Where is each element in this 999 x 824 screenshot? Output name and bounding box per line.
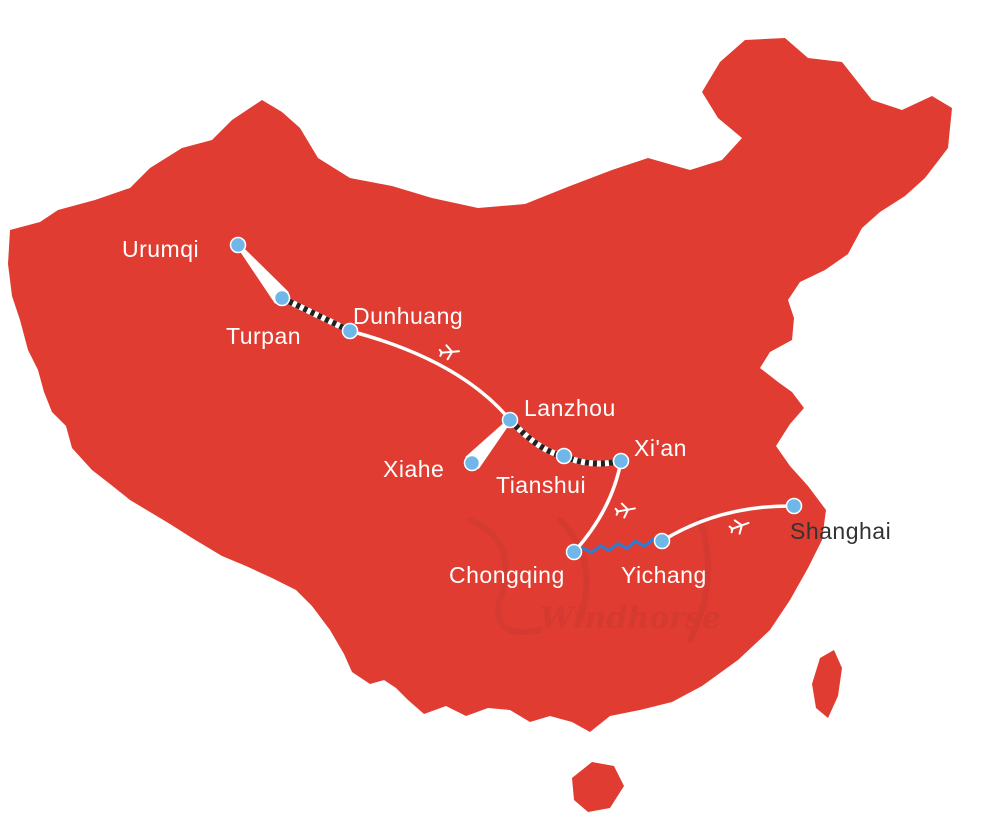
route-yichang-shanghai-flight — [660, 504, 796, 543]
city-marker-layer — [229, 236, 803, 561]
route-chongqing-yichang-river — [573, 537, 663, 557]
plane-icon-shape — [728, 519, 750, 535]
city-marker-dunhuang — [341, 322, 359, 340]
watermark-text: Windhorse — [540, 601, 721, 636]
city-label-urumqi: Urumqi — [122, 236, 199, 262]
city-marker-xiahe — [463, 454, 481, 472]
hainan-island-shape — [572, 762, 624, 812]
route-dunhuang-lanzhou-flight — [348, 329, 512, 422]
city-marker-chongqing — [565, 543, 583, 561]
plane-icon — [614, 502, 636, 519]
plane-icon — [728, 519, 750, 535]
city-label-tianshui: Tianshui — [496, 472, 586, 498]
city-label-yichang: Yichang — [621, 562, 707, 588]
watermark-brush-stroke — [467, 517, 711, 643]
route-turpan-dunhuang-rail — [279, 295, 353, 334]
mainland-china-shape — [8, 38, 952, 732]
city-marker-tianshui — [555, 447, 573, 465]
city-label-xiahe: Xiahe — [383, 456, 444, 482]
city-marker-yichang — [653, 532, 671, 550]
city-label-lanzhou: Lanzhou — [524, 395, 616, 421]
route-urumqi-turpan-road — [236, 243, 289, 304]
city-marker-xian — [612, 452, 630, 470]
city-label-turpan: Turpan — [226, 323, 301, 349]
city-label-dunhuang: Dunhuang — [353, 303, 463, 329]
city-label-chongqing: Chongqing — [449, 562, 565, 588]
taiwan-island-shape — [812, 650, 842, 718]
route-turpan-dunhuang-rail-base — [279, 295, 353, 334]
city-label-xian: Xi'an — [634, 435, 687, 461]
plane-icon — [438, 344, 460, 361]
city-marker-urumqi — [229, 236, 247, 254]
windhorse-watermark: Windhorse — [467, 517, 721, 643]
city-marker-turpan — [273, 289, 291, 307]
route-xian-chongqing-flight — [572, 459, 623, 554]
plane-icon-shape — [438, 344, 460, 361]
city-label-shanghai: Shanghai — [790, 518, 891, 544]
city-marker-shanghai — [785, 497, 803, 515]
plane-icon-shape — [614, 502, 636, 519]
city-marker-lanzhou — [501, 411, 519, 429]
